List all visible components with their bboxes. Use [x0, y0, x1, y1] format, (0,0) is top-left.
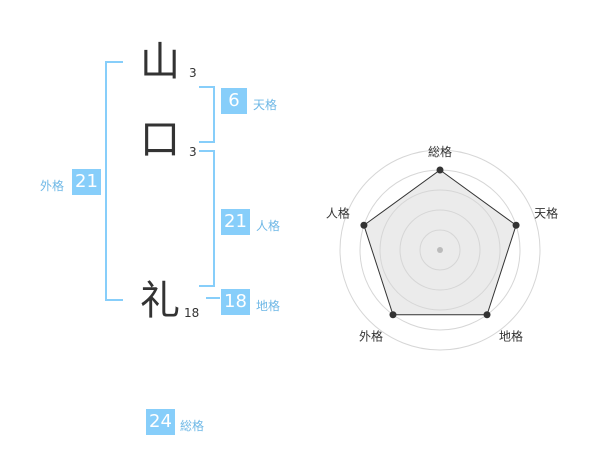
radar-ring-5 — [339, 149, 541, 351]
radar-center-dot — [437, 247, 443, 253]
gaikaku-bracket — [105, 61, 123, 301]
name-char-1: 山 — [140, 39, 180, 85]
radar-point-5 — [360, 221, 368, 229]
radar-axis-label-5: 人格 — [326, 205, 350, 220]
radar-point-2 — [512, 221, 520, 229]
jinkaku-value: 21 — [221, 209, 250, 235]
chikaku-connector — [206, 297, 220, 299]
soukaku-label: 総格 — [180, 419, 205, 433]
name-char-3-strokes: 18 — [184, 306, 200, 320]
soukaku-value: 24 — [146, 409, 175, 435]
chikaku-value: 18 — [221, 289, 250, 315]
gaikaku-value: 21 — [72, 169, 101, 195]
radar-ring-1 — [419, 229, 461, 271]
radar-axis-label-4: 外格 — [359, 329, 383, 344]
radar-point-4 — [389, 311, 397, 319]
radar-area-outline — [363, 169, 517, 316]
radar-axis-label-1: 総格 — [428, 144, 452, 159]
tenkaku-bracket — [199, 86, 215, 143]
name-char-2-strokes: 3 — [189, 145, 197, 159]
name-char-2: 口 — [140, 117, 180, 163]
radar-ring-2 — [399, 209, 481, 291]
radar-axis-label-2: 天格 — [534, 205, 558, 220]
radar-area-fill — [363, 170, 517, 315]
tenkaku-value: 6 — [221, 88, 247, 114]
radar-point-3 — [483, 311, 491, 319]
name-char-1-strokes: 3 — [189, 66, 197, 80]
radar-point-1 — [436, 166, 444, 174]
jinkaku-bracket — [199, 150, 215, 287]
tenkaku-label: 天格 — [253, 98, 278, 112]
chikaku-label: 地格 — [256, 299, 281, 313]
name-char-3: 礼 — [140, 278, 180, 324]
radar-axis-label-3: 地格 — [499, 329, 523, 344]
radar-ring-3 — [379, 189, 501, 311]
gaikaku-label: 外格 — [40, 179, 65, 193]
jinkaku-label: 人格 — [256, 219, 281, 233]
